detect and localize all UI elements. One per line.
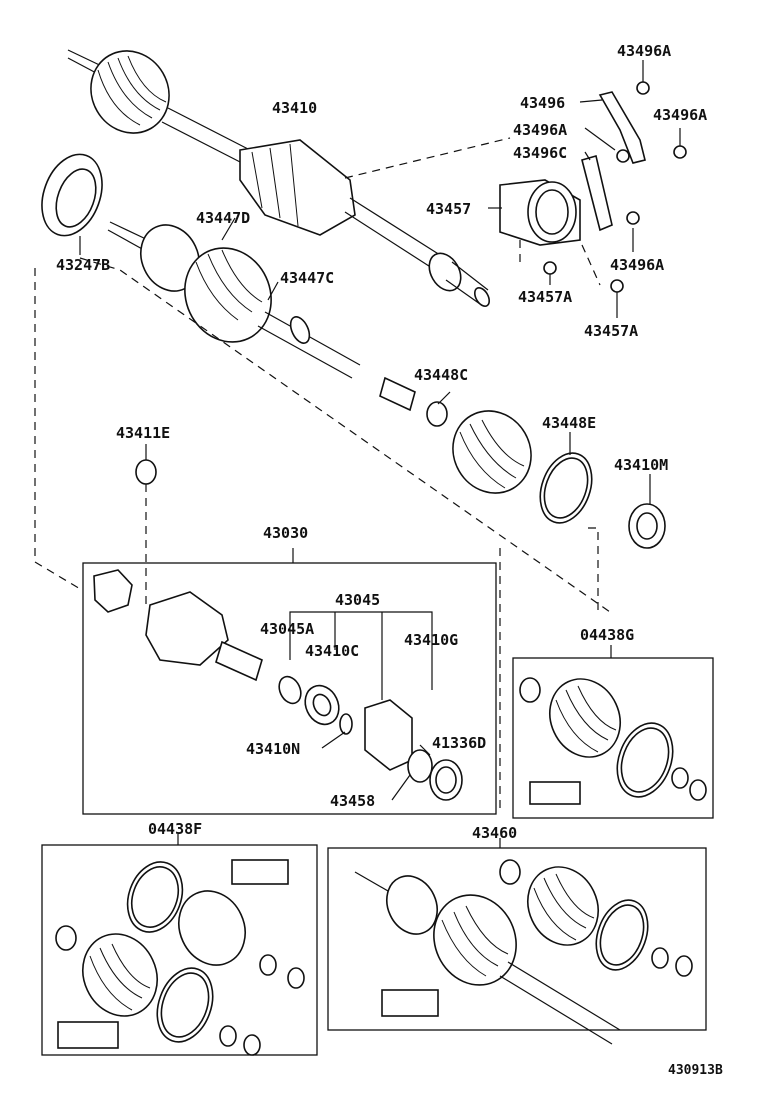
label-43448E: 43448E [542, 414, 596, 432]
label-43410C: 43410C [305, 642, 359, 660]
label-43045: 43045 [335, 591, 380, 609]
label-43045A: 43045A [260, 620, 314, 638]
boot-and-clamps-middle [135, 391, 666, 549]
label-04438G: 04438G [580, 626, 634, 644]
bearing-bracket-group [488, 60, 687, 318]
box-43030 [82, 548, 497, 815]
box-43460 [327, 838, 707, 1045]
label-43496A-1: 43496A [617, 42, 671, 60]
label-43410N: 43410N [246, 740, 300, 758]
label-43030: 43030 [263, 524, 308, 542]
label-43448C: 43448C [414, 366, 468, 384]
reference-dashed-lines [34, 257, 611, 808]
label-43496: 43496 [520, 94, 565, 112]
label-04438F: 04438F [148, 820, 202, 838]
label-43458: 43458 [330, 792, 375, 810]
label-43447C: 43447C [280, 269, 334, 287]
label-43410M: 43410M [614, 456, 668, 474]
diagram-code: 430913B [668, 1063, 723, 1078]
label-43457A-1: 43457A [518, 288, 572, 306]
drive-shaft-assembly-top [67, 49, 511, 307]
label-43411E: 43411E [116, 424, 170, 442]
label-41336D: 41336D [432, 734, 486, 752]
label-43457: 43457 [426, 200, 471, 218]
label-43496A-2: 43496A [653, 106, 707, 124]
label-43496C: 43496C [513, 144, 567, 162]
label-43496A-3: 43496A [513, 121, 567, 139]
boot-43247B [41, 153, 103, 255]
box-04438G [512, 645, 714, 819]
drive-shaft-assembly-middle [107, 217, 416, 412]
label-43460: 43460 [472, 824, 517, 842]
label-43410: 43410 [272, 99, 317, 117]
label-43496A-4: 43496A [610, 256, 664, 274]
label-43447D: 43447D [196, 209, 250, 227]
box-04438F [41, 834, 318, 1056]
label-43457A-2: 43457A [584, 322, 638, 340]
label-43247B: 43247B [56, 256, 110, 274]
label-43410G: 43410G [404, 631, 458, 649]
